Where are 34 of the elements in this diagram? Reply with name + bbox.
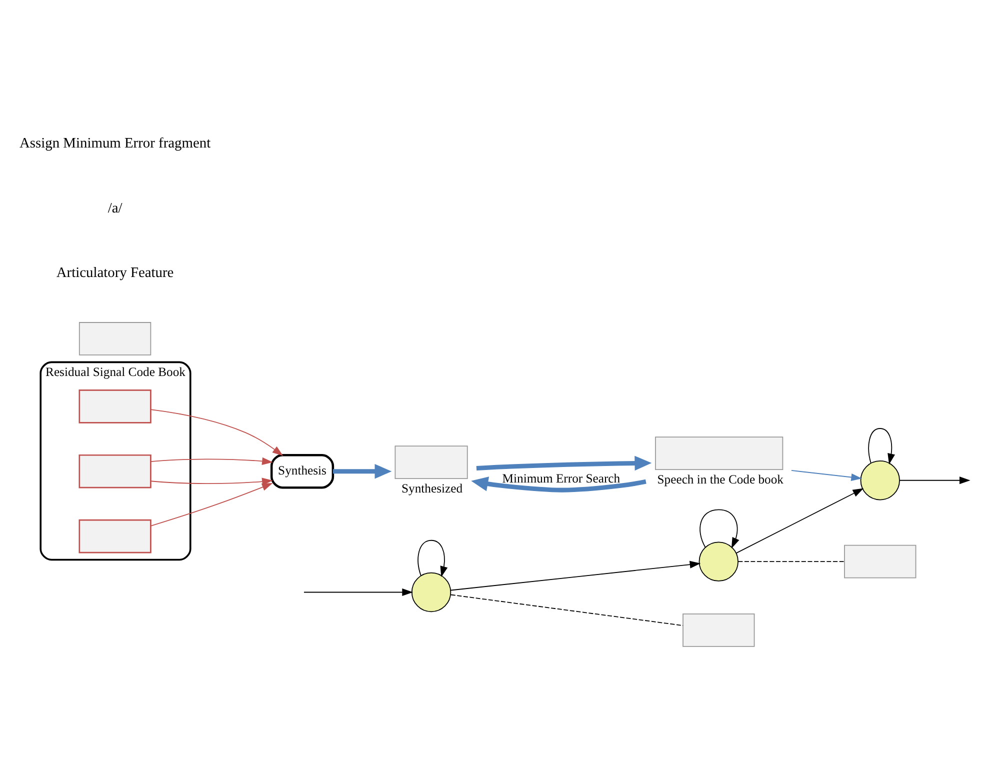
- node-circle: [860, 460, 900, 500]
- arrow: [150, 456, 273, 464]
- arrow: [791, 470, 862, 480]
- arrow: [471, 476, 646, 492]
- node-box: Synthesis: [270, 454, 334, 488]
- label: /a/: [108, 200, 122, 216]
- node-box: [78, 518, 152, 553]
- arrow: [476, 455, 652, 470]
- arrow: [736, 488, 864, 553]
- arrow: [700, 508, 740, 548]
- node-box: [78, 388, 152, 423]
- arrow: [304, 588, 413, 596]
- node-label: Speech in the Code book: [657, 472, 784, 486]
- node-box: [78, 454, 152, 488]
- node-box: [844, 544, 916, 578]
- label: Assign Minimum Error fragment: [20, 134, 211, 151]
- connector: [738, 560, 845, 562]
- arrow: [150, 482, 273, 526]
- label: Articulatory Feature: [56, 264, 174, 281]
- arrow: [450, 560, 701, 590]
- arrow: [418, 539, 448, 577]
- node-circle: [411, 572, 452, 612]
- arrow: [868, 428, 896, 464]
- arrow: [150, 408, 284, 456]
- node-box: [78, 322, 152, 355]
- arrow: [333, 463, 392, 478]
- connector: [450, 594, 684, 626]
- cluster: Residual Signal Code Book: [40, 360, 192, 560]
- arrow: [899, 476, 970, 484]
- arrow: [150, 477, 273, 485]
- node-box: [682, 612, 755, 646]
- node-circle: [698, 541, 738, 581]
- edge-label: Minimum Error Search: [502, 470, 620, 485]
- node-label: Synthesized: [402, 480, 463, 495]
